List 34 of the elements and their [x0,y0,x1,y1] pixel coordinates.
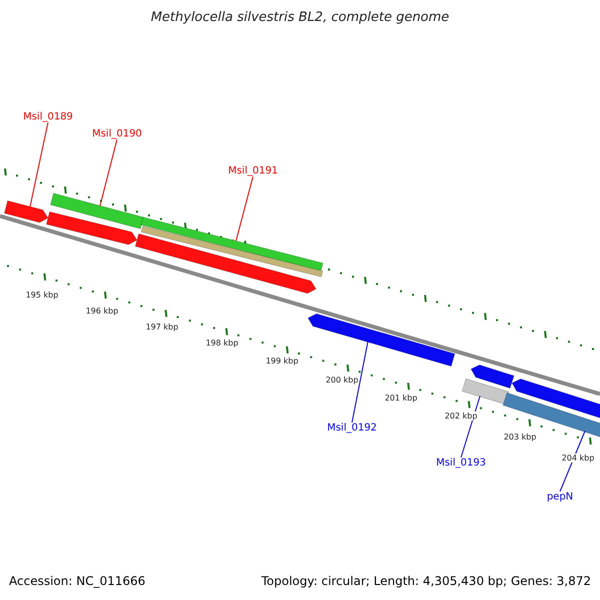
scale-label: 196 kbp [86,306,118,316]
gene-bar [462,378,510,405]
gene-label: pepN [546,492,574,502]
leader-line [100,139,118,206]
leader-line [30,122,48,208]
gene-label: Msil_0189 [23,112,73,122]
gene-label: Msil_0190 [92,128,142,140]
scale-label: 200 kbp [326,376,358,384]
scale-label: 202 kbp [444,412,478,420]
leader-line [352,340,368,423]
gene-feature [4,200,48,223]
gene-feature [308,313,456,367]
gene-label: Msil_0192 [327,422,377,434]
scale-label: 204 kbp [562,454,594,462]
genome-summary: Topology: circular; Length: 4,305,430 bp; Genes: 3,872 [261,574,591,588]
scale-label: 195 kbp [26,290,58,300]
gene-bar [140,226,324,278]
diagram-title: Methylocella silvestris BL2, complete genome [150,10,450,25]
scale-label: 199 kbp [266,356,298,366]
scale-label: 197 kbp [146,322,178,332]
gene-bar [140,216,324,272]
gene-feature [46,211,138,245]
scale-label: 203 kbp [504,432,536,442]
gene-feature [134,233,316,294]
leader-line [236,176,254,242]
gene-bar [50,192,144,230]
leader-line [560,430,586,492]
gene-label: Msil_0193 [436,458,486,468]
gene-label: Msil_0191 [228,166,278,176]
gene-feature [470,364,514,389]
accession-text: Accession: NC_011666 [9,574,146,588]
scale-label: 198 kbp [206,338,238,348]
scale-label: 201 kbp [384,394,418,402]
gene-feature [512,378,600,420]
